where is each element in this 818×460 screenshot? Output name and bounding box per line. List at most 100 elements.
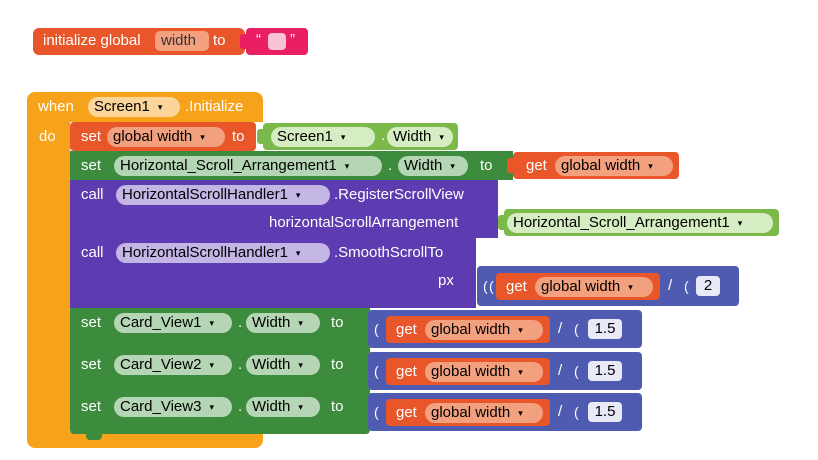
call-label: call bbox=[81, 244, 104, 261]
chevron-down-icon: ▾ bbox=[209, 402, 214, 413]
screen1-width-getter-block[interactable]: Screen1▾ . Width▾ bbox=[263, 123, 458, 150]
chevron-down-icon: ▾ bbox=[344, 161, 350, 172]
dot-label: . bbox=[381, 127, 386, 144]
get-label: get bbox=[396, 363, 417, 380]
chevron-down-icon: ▾ bbox=[298, 402, 303, 413]
set-label: set bbox=[81, 356, 102, 373]
string-socket-tab bbox=[240, 34, 247, 49]
global-width-dropdown[interactable]: global width▾ bbox=[555, 156, 673, 176]
text-string-block[interactable]: “ ” bbox=[246, 28, 308, 55]
set-card-view2-width-block[interactable]: set Card_View2▾ . Width▾ to bbox=[70, 350, 370, 392]
global-width-dropdown[interactable]: global width▾ bbox=[425, 403, 543, 423]
divisor-number-field[interactable]: 2 bbox=[695, 275, 721, 297]
chevron-down-icon: ▾ bbox=[737, 218, 743, 229]
global-var-name-field[interactable]: width bbox=[155, 31, 209, 51]
scroll-handler-dropdown[interactable]: HorizontalScrollHandler1▾ bbox=[116, 243, 330, 263]
screen1-component-dropdown[interactable]: Screen1▾ bbox=[271, 127, 375, 147]
get-global-width-block[interactable]: get global width▾ bbox=[386, 399, 550, 426]
paren-open-icon: ( bbox=[483, 278, 488, 294]
get-label: get bbox=[396, 404, 417, 421]
to-label: to bbox=[213, 32, 226, 49]
set-label: set bbox=[81, 314, 102, 331]
get-label: get bbox=[526, 157, 547, 174]
chevron-down-icon: ▾ bbox=[628, 282, 633, 293]
width-property-dropdown[interactable]: Width▾ bbox=[246, 397, 320, 417]
set-global-width-block[interactable]: set global width▾ to bbox=[70, 122, 256, 151]
divisor-number-field[interactable]: 1.5 bbox=[587, 360, 623, 382]
dot-label: . bbox=[388, 157, 393, 174]
width-property-dropdown[interactable]: Width▾ bbox=[246, 355, 320, 375]
get-label: get bbox=[396, 321, 417, 338]
chevron-down-icon: ▾ bbox=[439, 132, 444, 143]
set-hsa-width-block[interactable]: set Horizontal_Scroll_Arrangement1▾ . Wi… bbox=[70, 151, 513, 180]
set-card-view1-width-block[interactable]: set Card_View1▾ . Width▾ to bbox=[70, 308, 370, 350]
chevron-down-icon: ▾ bbox=[298, 360, 303, 371]
quote-open: “ bbox=[256, 31, 261, 48]
px-param: px bbox=[438, 272, 454, 289]
hsa1-component-dropdown[interactable]: Horizontal_Scroll_Arrangement1▾ bbox=[114, 156, 382, 176]
initialize-event-label: .Initialize bbox=[185, 98, 244, 115]
paren-open-icon: ( bbox=[374, 404, 379, 420]
divide-operator: / bbox=[668, 277, 673, 294]
value-socket-tab bbox=[507, 158, 514, 173]
paren-open-icon: ( bbox=[374, 363, 379, 379]
chevron-down-icon: ▾ bbox=[518, 408, 523, 419]
divide-operator: / bbox=[558, 403, 563, 420]
chevron-down-icon: ▾ bbox=[450, 161, 455, 172]
paren-open-icon: ( bbox=[374, 321, 379, 337]
get-global-width-block[interactable]: get global width▾ bbox=[386, 358, 550, 385]
to-label: to bbox=[331, 398, 344, 415]
dot-label: . bbox=[238, 398, 243, 415]
global-width-dropdown[interactable]: global width▾ bbox=[425, 320, 543, 340]
chevron-down-icon: ▾ bbox=[648, 161, 653, 172]
paren-open-icon: ( bbox=[574, 321, 579, 337]
get-global-width-block[interactable]: get global width▾ bbox=[496, 273, 660, 300]
quote-close: ” bbox=[290, 31, 295, 48]
chevron-down-icon: ▾ bbox=[340, 132, 346, 143]
card-view3-dropdown[interactable]: Card_View3▾ bbox=[114, 397, 232, 417]
get-global-width-block[interactable]: get global width▾ bbox=[386, 316, 550, 343]
string-value-field[interactable] bbox=[268, 33, 286, 50]
event-block-left-rail bbox=[27, 121, 70, 439]
global-width-dropdown[interactable]: global width▾ bbox=[535, 277, 653, 297]
chevron-down-icon: ▾ bbox=[200, 132, 205, 143]
chevron-down-icon: ▾ bbox=[209, 360, 214, 371]
when-label: when bbox=[38, 98, 74, 115]
register-scroll-view-block[interactable]: call HorizontalScrollHandler1▾ .Register… bbox=[70, 180, 498, 238]
set-card-view3-width-block[interactable]: set Card_View3▾ . Width▾ to bbox=[70, 392, 370, 434]
register-scroll-view-method: .RegisterScrollView bbox=[334, 186, 464, 203]
chevron-down-icon: ▾ bbox=[518, 325, 523, 336]
dot-label: . bbox=[238, 314, 243, 331]
to-label: to bbox=[331, 314, 344, 331]
do-label: do bbox=[39, 128, 56, 145]
get-global-width-block[interactable]: get global width▾ bbox=[513, 152, 679, 179]
value-socket-tab bbox=[498, 215, 505, 230]
set-label: set bbox=[81, 398, 102, 415]
initialize-global-block[interactable]: initialize global width to bbox=[33, 28, 245, 55]
divide-operator: / bbox=[558, 320, 563, 337]
width-property-dropdown[interactable]: Width▾ bbox=[398, 156, 468, 176]
chevron-down-icon: ▾ bbox=[209, 318, 214, 329]
get-label: get bbox=[506, 278, 527, 295]
card-view2-dropdown[interactable]: Card_View2▾ bbox=[114, 355, 232, 375]
screen-initialize-event-block[interactable]: when Screen1▾ .Initialize bbox=[27, 92, 263, 122]
global-width-dropdown[interactable]: global width▾ bbox=[425, 362, 543, 382]
chevron-down-icon: ▾ bbox=[295, 190, 301, 201]
set-label: set bbox=[81, 157, 102, 174]
screen1-dropdown[interactable]: Screen1▾ bbox=[88, 97, 180, 117]
divisor-number-field[interactable]: 1.5 bbox=[587, 401, 623, 423]
horizontal-scroll-arrangement-param: horizontalScrollArrangement bbox=[269, 214, 459, 231]
width-property-dropdown[interactable]: Width▾ bbox=[246, 313, 320, 333]
width-property-dropdown[interactable]: Width▾ bbox=[387, 127, 453, 147]
card-view1-dropdown[interactable]: Card_View1▾ bbox=[114, 313, 232, 333]
next-statement-nub bbox=[86, 434, 102, 440]
hsa1-arg-dropdown[interactable]: Horizontal_Scroll_Arrangement1▾ bbox=[507, 213, 773, 233]
smooth-scroll-to-method: .SmoothScrollTo bbox=[334, 244, 444, 261]
initialize-global-label: initialize global bbox=[43, 32, 141, 49]
global-width-dropdown[interactable]: global width▾ bbox=[107, 127, 225, 147]
smooth-scroll-to-block[interactable]: call HorizontalScrollHandler1▾ .SmoothSc… bbox=[70, 238, 476, 308]
divisor-number-field[interactable]: 1.5 bbox=[587, 318, 623, 340]
scroll-handler-dropdown[interactable]: HorizontalScrollHandler1▾ bbox=[116, 185, 330, 205]
hsa1-component-block[interactable]: Horizontal_Scroll_Arrangement1▾ bbox=[504, 209, 779, 236]
paren-open-icon: ( bbox=[574, 363, 579, 379]
